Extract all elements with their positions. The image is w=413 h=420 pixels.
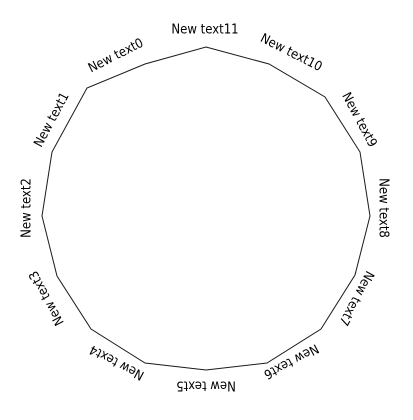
label-1: New text1 (31, 90, 72, 150)
dodecagon-outline (41, 46, 371, 371)
label-5: New text5 (176, 378, 236, 393)
label-0: New text0 (86, 36, 146, 76)
label-8: New text8 (376, 178, 391, 238)
label-4: New text4 (87, 341, 147, 382)
label-10: New text10 (258, 31, 325, 75)
label-3: New text3 (26, 268, 67, 328)
label-9: New text9 (338, 90, 379, 150)
label-11: New text11 (171, 23, 238, 38)
label-7: New text7 (335, 268, 376, 328)
label-2: New text2 (20, 178, 35, 238)
